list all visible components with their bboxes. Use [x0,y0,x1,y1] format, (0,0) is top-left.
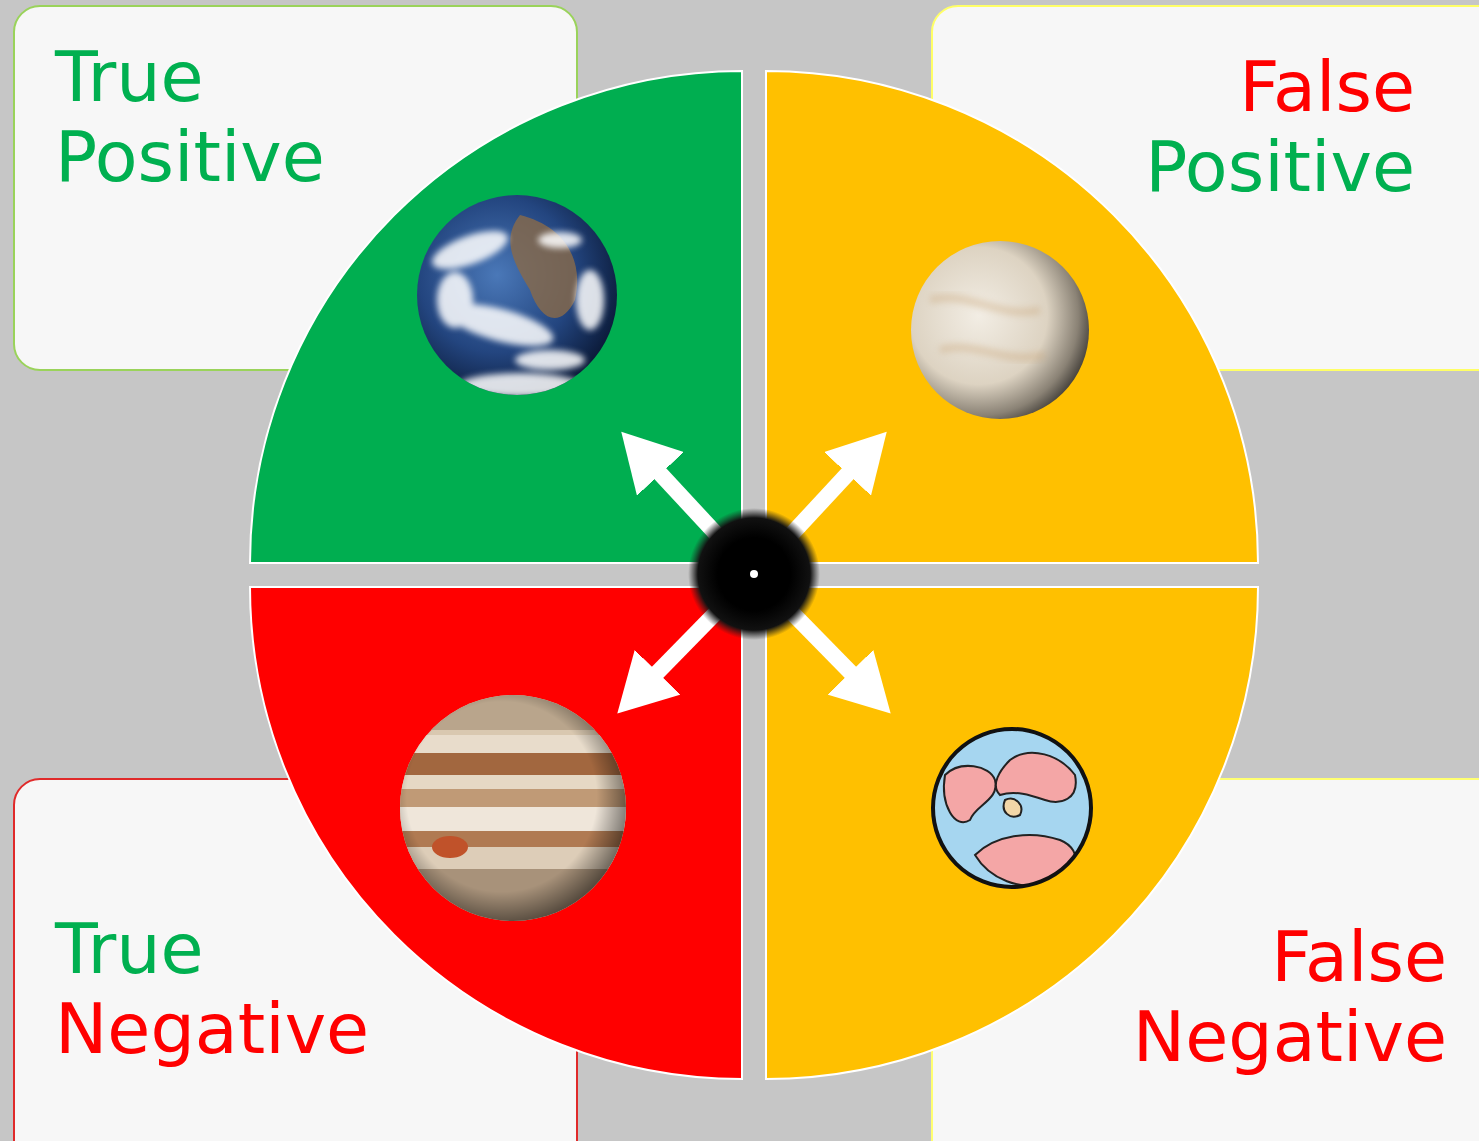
label-text: Negative [952,997,1447,1077]
label-text: Positive [952,127,1415,207]
label-text: False [952,917,1447,997]
label-box: FalsePositive [932,6,1479,370]
label-text: True [55,37,557,117]
label-text: Negative [55,989,557,1069]
label-box: TruePositive [14,6,577,370]
label-box: FalseNegative [932,779,1479,1141]
label-box: TrueNegative [14,779,577,1141]
label-text: Positive [55,117,557,197]
label-text: False [952,47,1415,127]
label-text: True [55,909,557,989]
